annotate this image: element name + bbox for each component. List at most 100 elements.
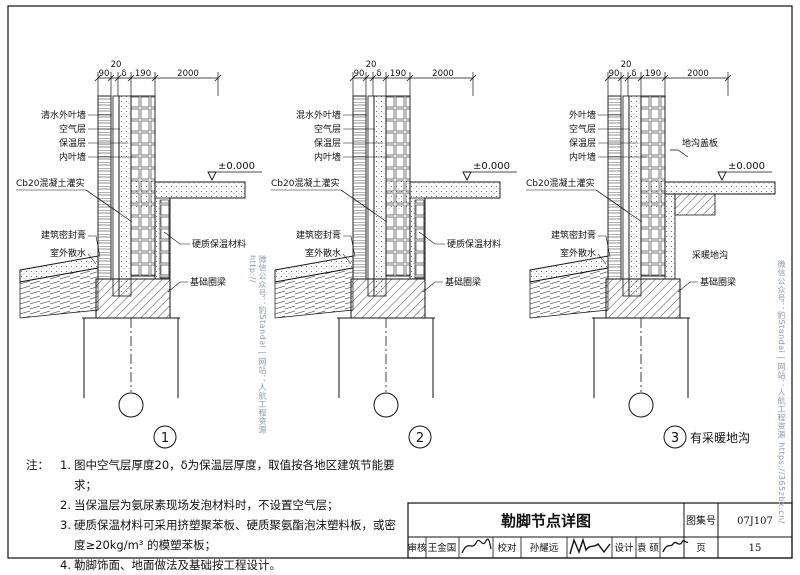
designer-signature [662,539,689,553]
dimension-slash [604,74,612,82]
detail-number: 2 [416,431,424,446]
reviewer-name: 王金国 [428,542,457,554]
dimension-slash [382,74,390,82]
leader-sealant [598,235,611,258]
dimension-slash [94,74,102,82]
title-block: 勒脚节点详图 图集号 07J107 审核 王金国 校对 孙耀远 设计 袁 硕 页… [407,502,793,559]
sealant-label: 建筑密封膏 [296,229,341,241]
foundation-wall [338,318,434,398]
wall-layer-label: 保温层 [59,137,86,149]
note-number: 1. [60,458,71,472]
wall-layer-label: 清水外叶墙 [41,109,86,121]
note-number: 3. [60,518,71,532]
wall-layer-label: 保温层 [314,137,341,149]
wall-layer-label: 空气层 [314,123,341,135]
note-text: 硬质保温材料可采用挤塑聚苯板、硬质聚氨酯泡沫塑料板，或密 [74,518,396,532]
concrete-fill-label: Cb20混凝土灌实 [526,177,594,189]
set-number-label: 图集号 [686,514,716,527]
dimension-slash [107,74,115,82]
axis-bubble [118,392,144,418]
sealant-label: 建筑密封膏 [41,229,86,241]
leader-sealant [343,235,356,258]
outdoor-soil [19,267,99,319]
ring-beam-label: 基础圈梁 [190,276,226,288]
dimension-slash [214,74,222,82]
note-text: 当保温层为氨尿素现场发泡材料时，不设置空气层； [74,498,339,512]
watermark-right: 微信公众号：豹Standal | 网站：人航工程资源 https://365zb… [777,260,786,524]
outdoor-apron-label: 室外散水 [50,247,86,259]
leader-trench-cover [670,149,689,158]
detail-number-circle [153,425,177,449]
leader-concrete-fill-2 [85,189,133,223]
dimension-90: 90 [99,69,110,79]
dimension-190: 190 [135,69,151,79]
ring-beam [95,278,171,319]
dimension-slash [624,74,632,82]
concrete-fill-zone [386,180,410,210]
outdoor-apron-label: 室外散水 [305,247,341,259]
dimension-20: 20 [366,60,377,70]
leader-insulation [418,231,445,245]
detail-number: 1 [161,431,169,446]
wall-layer-label: 内叶墙 [59,151,86,163]
detail-caption: 有采暖地沟 [690,431,750,445]
trench-wall [664,193,676,280]
note-number [60,535,74,555]
foundation-wall [83,318,179,398]
outer-leaf-wall [97,95,112,280]
leader-concrete-fill-2 [595,189,643,223]
dimension-slash [661,74,669,82]
rigid-insulation-fill [159,199,170,279]
sealant-label: 建筑密封膏 [551,229,596,241]
rigid-insulation-label: 硬质保温材料 [192,238,246,250]
dimension-slash [724,74,732,82]
insulation-layer [628,95,642,297]
note-number: 2. [60,498,71,512]
trench-bracket [674,193,716,216]
ring-beam [605,278,681,319]
leader-ring-beam [677,281,698,293]
dimension-slash [127,74,135,82]
detail-number: 3 [671,431,679,446]
elevation-marker [717,171,727,182]
elevation-marker [207,171,217,182]
dimension-190: 190 [645,69,661,79]
leader-ring-beam [167,281,188,293]
note-4: 4. 勒脚饰面、地面做法及基础按工程设计。 [26,555,406,575]
notes-block: 注： 1. 图中空气层厚度20，δ为保温层厚度，取值按各地区建筑节能要求； 2.… [26,455,406,575]
dimension-slash [362,74,370,82]
insulation-layer [373,95,387,297]
rigid-insulation-label: 硬质保温材料 [447,238,501,250]
dimension-delta: δ [121,69,126,79]
leader-ring-beam [422,281,443,293]
air-gap [112,95,120,297]
dimension-2000: 2000 [432,69,454,79]
dimension-slash [349,74,357,82]
dimension-slash [406,74,414,82]
note-text: 勒脚饰面、地面做法及基础按工程设计。 [74,558,281,572]
insulation-layer [118,95,132,297]
elevation-label: ±0.000 [218,161,255,172]
dimension-20: 20 [111,60,122,70]
foundation-wall [593,318,689,398]
page-label: 页 [696,543,706,554]
dimension-20: 20 [621,60,632,70]
review-label: 审核 [407,542,427,554]
designer-name: 袁 硕 [637,542,660,554]
dimension-90: 90 [609,69,620,79]
leader-apron [597,253,607,265]
ring-beam-label: 基础圈梁 [445,276,481,288]
elevation-marker [462,171,472,182]
note-3: 3. 硬质保温材料可采用挤塑聚苯板、硬质聚氨酯泡沫塑料板，或密 [26,515,406,535]
dimension-slash [637,74,645,82]
note-3-cont: 度≥20kg/m³ 的模塑苯板； [26,535,406,555]
outdoor-soil [274,267,354,319]
outdoor-apron-label: 室外散水 [560,247,596,259]
leader-insulation [163,231,190,245]
design-label: 设计 [614,542,634,554]
air-gap [622,95,630,297]
checker-name: 孙耀远 [530,542,559,554]
note-1: 注： 1. 图中空气层厚度20，δ为保温层厚度，取值按各地区建筑节能要求； [26,455,406,495]
